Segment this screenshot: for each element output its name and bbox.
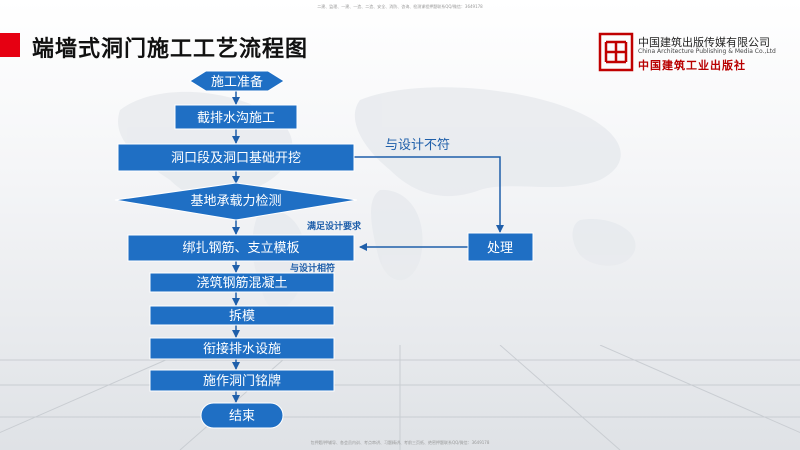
publisher-emblem-icon: [598, 32, 634, 72]
publisher-name-cn: 中国建筑出版传媒有限公司: [638, 36, 770, 49]
floor-grid-background: [0, 345, 800, 450]
nameplate-label: 施作洞门铭牌: [203, 373, 281, 389]
flowchart-step-demold: 拆模: [149, 305, 335, 326]
flowchart-decision-bearing-test: 基地承载力检测: [114, 182, 358, 221]
flowchart-step-rebar-formwork: 绑扎钢筋、支立模板: [127, 234, 355, 262]
publisher-name-calligraphy: 中国建筑工业出版社: [638, 59, 746, 72]
label-not-conform: 与设计不符: [385, 137, 450, 153]
label-conforms: 与设计相符: [290, 262, 335, 274]
flowchart-step-process: 处理: [467, 232, 534, 262]
publisher-logo: 中国建筑出版传媒有限公司 China Architecture Publishi…: [598, 32, 798, 76]
title-accent-bar: [0, 33, 20, 57]
demold-label: 拆模: [229, 309, 255, 324]
watermark-bottom: 包押题/押辅导、各会员内训、考点串讲、习题精讲、考前三页纸、绝密押题联系QQ/微…: [310, 440, 490, 445]
flowchart-step-connect-drainage: 衔接排水设施: [149, 337, 335, 360]
flowchart-step-excavation: 洞口段及洞口基础开挖: [117, 143, 355, 172]
flowchart-end-node: 结束: [200, 402, 284, 429]
bearing-test-label: 基地承载力检测: [190, 194, 281, 209]
connect-drainage-label: 衔接排水设施: [203, 341, 281, 357]
excavation-label: 洞口段及洞口基础开挖: [171, 151, 301, 166]
watermark-top: 二建、监理、一建、一造、二造、安全、消防、咨询、检测课程押题联系QQ/微信：36…: [317, 4, 483, 9]
end-label: 结束: [229, 409, 255, 424]
page-title: 端墙式洞门施工工艺流程图: [32, 37, 309, 62]
label-meets-requirement: 满足设计要求: [307, 220, 362, 232]
process-label: 处理: [487, 241, 513, 256]
flowchart-step-drainage: 截排水沟施工: [174, 104, 298, 130]
pour-concrete-label: 浇筑钢筋混凝土: [196, 275, 287, 291]
publisher-name-en: China Architecture Publishing & Media Co…: [638, 48, 776, 55]
flowchart-step-pour-concrete: 浇筑钢筋混凝土: [149, 272, 335, 293]
flowchart-start-node: 施工准备: [189, 70, 285, 92]
connectors: [232, 91, 504, 403]
drainage-label: 截排水沟施工: [197, 111, 275, 126]
start-label: 施工准备: [211, 74, 263, 90]
flowchart-step-nameplate: 施作洞门铭牌: [149, 369, 335, 392]
arrow-excavation-to-process: [354, 156, 504, 233]
rebar-formwork-label: 绑扎钢筋、支立模板: [182, 240, 299, 256]
